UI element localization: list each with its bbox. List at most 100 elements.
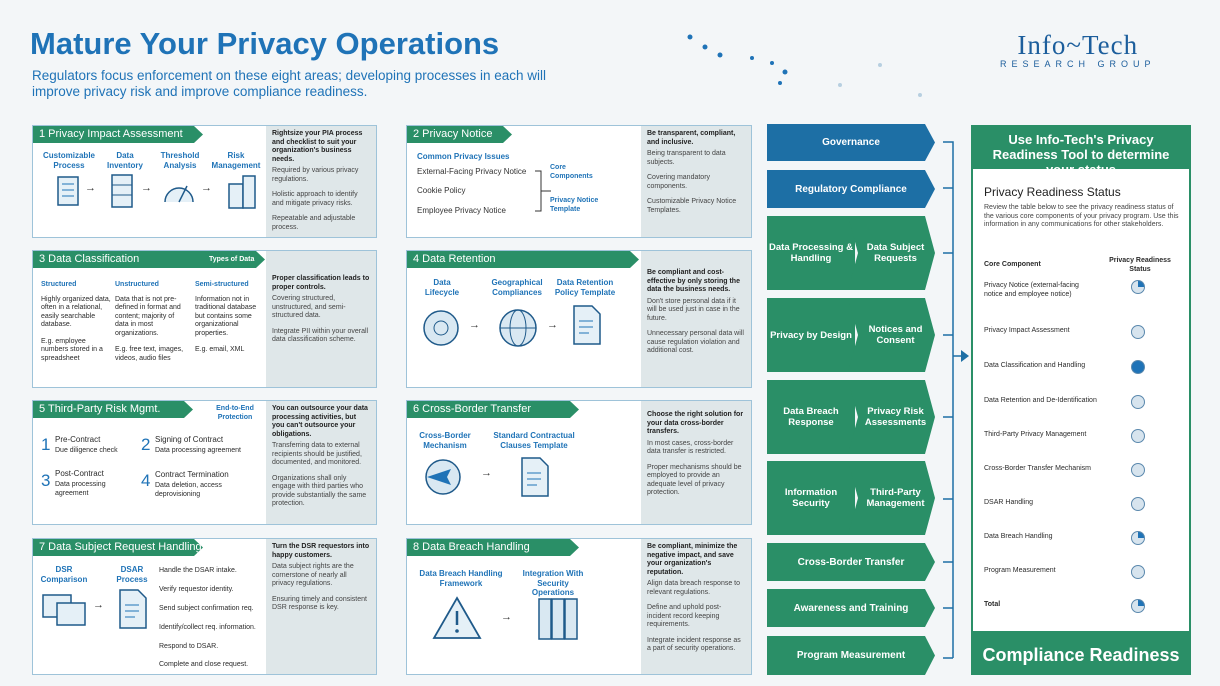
- side-text: Being transparent to data subjects.: [647, 150, 726, 166]
- readiness-panel: Use Info-Tech's Privacy Readiness Tool t…: [971, 125, 1191, 675]
- col-structured: Structured Highly organized data, often …: [41, 281, 111, 363]
- side-heading: Be compliant and cost-effective by only …: [647, 269, 740, 293]
- label-dsar-process: DSAR Process: [116, 565, 148, 584]
- logo-top: Info~Tech: [1017, 30, 1139, 60]
- col-unstructured: Unstructured Data that is not pre-define…: [115, 281, 189, 363]
- col-heading: Semi-structured: [195, 281, 249, 288]
- card-header: 7 Data Subject Request Handling: [33, 539, 203, 556]
- dsar-step: Handle the DSAR intake.: [159, 567, 237, 574]
- side-text: Unnecessary personal data will cause reg…: [647, 330, 744, 354]
- decorative-dots: [687, 34, 922, 97]
- arrow-icon: →: [481, 467, 492, 479]
- col-heading: Unstructured: [115, 281, 159, 288]
- panel-footer: Compliance Readiness: [971, 631, 1191, 675]
- side-text: Required by various privacy regulations.: [272, 167, 359, 183]
- side-text: In most cases, cross-border data transfe…: [647, 439, 734, 456]
- side-text: Define and uphold post-incident record k…: [647, 604, 722, 628]
- side-text: Holistic approach to identify and mitiga…: [272, 191, 358, 207]
- dsar-step: Verify requestor identity.: [159, 586, 234, 593]
- flow-awareness-training: Awareness and Training: [767, 589, 935, 627]
- readiness-status-icon: [1131, 280, 1145, 294]
- readiness-status-icon: [1131, 599, 1145, 613]
- col-heading: Structured: [41, 281, 77, 288]
- step-text: Due diligence check: [55, 447, 118, 454]
- gauge-icon: [164, 185, 194, 203]
- label-risk-management: Risk Management: [211, 151, 261, 170]
- label-geographical-compliances: Geographical Compliances: [491, 278, 543, 297]
- step-number: 1: [41, 435, 51, 454]
- label-scc-template: Standard Contractual Clauses Template: [493, 431, 575, 450]
- privacy-notice-template: Privacy Notice Template: [550, 197, 599, 213]
- card-third-party-risk: 5 Third-Party Risk Mgmt. End-to-End Prot…: [32, 400, 377, 525]
- side-text: Transferring data to external recipients…: [272, 442, 362, 466]
- flow-regulatory-compliance: Regulatory Compliance: [767, 170, 935, 208]
- card-data-breach-handling: 8 Data Breach Handling Data Breach Handl…: [406, 538, 752, 675]
- card-header: 8 Data Breach Handling: [407, 539, 579, 556]
- card-header: 5 Third-Party Risk Mgmt.: [33, 401, 193, 418]
- col-example: E.g. employee numbers stored in a spread…: [41, 337, 103, 362]
- card-sidebar: Proper classification leads to proper co…: [266, 251, 376, 387]
- flow-program-measurement: Program Measurement: [767, 636, 935, 675]
- arrow-icon: →: [501, 611, 512, 623]
- col-semi-structured: Semi-structured Information not in tradi…: [195, 281, 265, 355]
- readiness-status-icon: [1131, 325, 1145, 339]
- card-cross-border-transfer: 6 Cross-Border Transfer Cross-Border Mec…: [406, 400, 752, 525]
- step-number: 4: [141, 471, 151, 490]
- flow-notices-consent: Notices and Consent: [848, 298, 935, 372]
- card-sidebar: Rightsize your PIA process and checklist…: [266, 126, 376, 237]
- step-heading: Signing of Contract: [155, 435, 224, 444]
- side-text: Repeatable and adjustable process.: [272, 215, 356, 231]
- side-text: Organizations shall only engage with thi…: [272, 474, 367, 508]
- plane-globe-icon: [425, 459, 461, 495]
- card-header: 2 Privacy Notice: [407, 126, 512, 143]
- item-external-notice: External-Facing Privacy Notice: [417, 167, 527, 176]
- readiness-status-icon: [1131, 531, 1145, 545]
- info-tech-logo: Info~Tech RESEARCH GROUP: [1000, 30, 1156, 69]
- side-text: Ensuring timely and consistent DSR respo…: [272, 595, 367, 612]
- label-retention-template: Data Retention Policy Template: [554, 278, 616, 297]
- col-text: Information not in traditional database …: [195, 295, 257, 337]
- arrow-icon: →: [547, 319, 558, 331]
- building-icon: [228, 175, 256, 209]
- readiness-row-name: Privacy Notice (external-facing notice a…: [984, 282, 1079, 298]
- flow-governance: Governance: [767, 124, 935, 161]
- flow-privacy-risk-assessments: Privacy Risk Assessments: [848, 380, 935, 454]
- arrow-icon: →: [469, 319, 480, 331]
- logo-bottom: RESEARCH GROUP: [1000, 59, 1156, 69]
- label-security-ops: Integration With Security Operations: [522, 569, 584, 597]
- document-icon: [573, 305, 601, 345]
- globe-icon: [499, 309, 537, 347]
- side-heading: Choose the right solution for your data …: [647, 411, 744, 435]
- document-icon: [119, 589, 147, 629]
- server-icon: [111, 174, 133, 208]
- flow-data-processing: Data Processing & Handling: [767, 216, 855, 290]
- dsar-step: Complete and close request.: [159, 661, 249, 668]
- readiness-row-name: Privacy Impact Assessment: [984, 327, 1070, 334]
- step-number: 2: [141, 435, 151, 454]
- side-heading: Rightsize your PIA process and checklist…: [272, 130, 363, 163]
- side-heading: Turn the DSR requestors into happy custo…: [272, 543, 370, 559]
- item-cookie-policy: Cookie Policy: [417, 186, 466, 195]
- readiness-row-name: DSAR Handling: [984, 499, 1034, 506]
- side-text: Integrate incident response as a part of…: [647, 636, 741, 653]
- readiness-row-name: Cross-Border Transfer Mechanism: [984, 465, 1091, 472]
- page-subtitle: Regulators focus enforcement on these ei…: [32, 68, 547, 99]
- readiness-row-name: Program Measurement: [984, 567, 1056, 574]
- readiness-status-icon: [1131, 497, 1145, 511]
- readiness-status-icon: [1131, 463, 1145, 477]
- lifecycle-icon: [423, 310, 459, 346]
- label-threshold-analysis: Threshold Analysis: [160, 151, 200, 170]
- side-heading: Proper classification leads to proper co…: [272, 275, 370, 291]
- side-heading: You can outsource your data processing a…: [272, 405, 368, 438]
- label-data-inventory: Data Inventory: [106, 151, 143, 170]
- side-text: Covering structured, unstructured, and s…: [272, 295, 346, 319]
- flow-connector: [943, 141, 969, 659]
- comparison-icon: [42, 594, 86, 626]
- card-header: 4 Data Retention: [407, 251, 639, 268]
- step-heading: Post-Contract: [55, 469, 104, 478]
- dsar-step: Respond to DSAR.: [159, 643, 219, 650]
- side-text: Integrate PII within your overall data c…: [272, 327, 369, 344]
- arrow-icon: →: [141, 182, 152, 194]
- side-text: Align data breach response to relevant r…: [647, 580, 741, 596]
- checklist-icon: [57, 176, 79, 206]
